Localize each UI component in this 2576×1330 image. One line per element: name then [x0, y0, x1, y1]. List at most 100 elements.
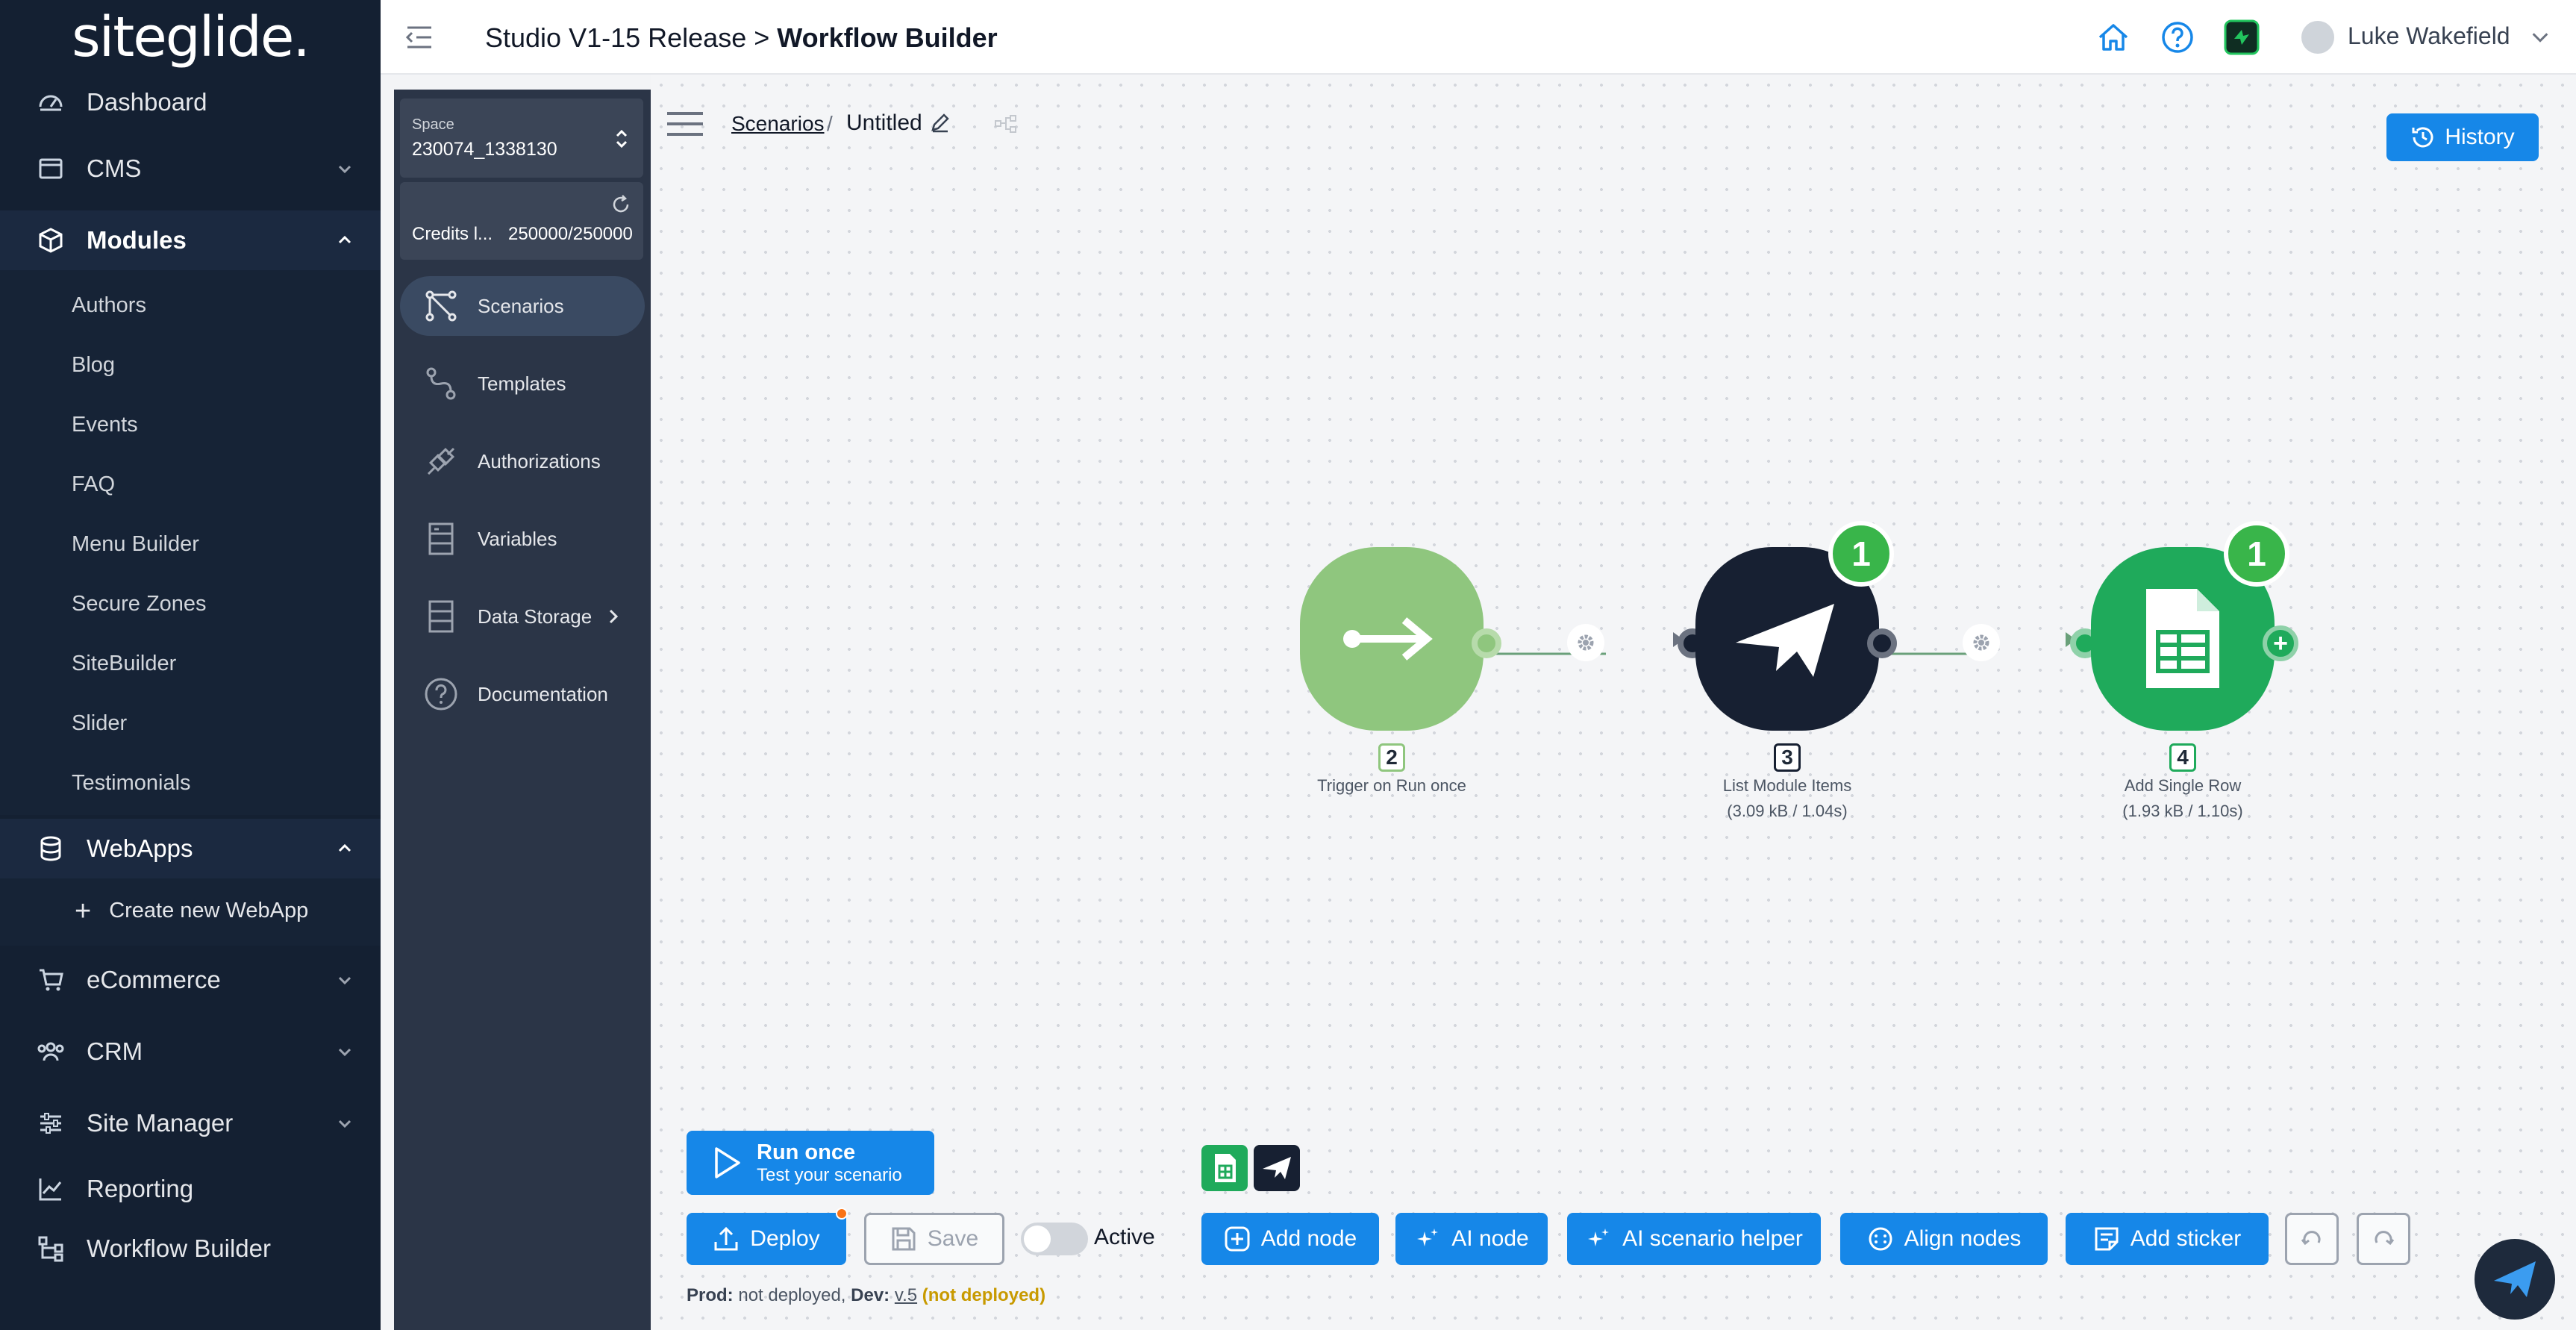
sidebar-subitem-secure-zones[interactable]: Secure Zones: [72, 592, 207, 616]
node-label: List Module Items(3.09 kB / 1.04s): [1722, 776, 1852, 820]
chevron-up-icon[interactable]: [336, 231, 354, 249]
breadcrumb-scenarios-link[interactable]: Scenarios: [731, 112, 825, 135]
edit-pencil-icon[interactable]: [930, 112, 951, 133]
avatar[interactable]: [2301, 21, 2334, 54]
dev-state: (not deployed): [922, 1285, 1046, 1305]
sidebar-subitem-blog[interactable]: Blog: [72, 353, 116, 377]
sidebar-item-site-manager[interactable]: Site Manager: [0, 1093, 381, 1153]
modules-submenu: [0, 270, 381, 815]
sidebar-item-variables[interactable]: Variables: [400, 509, 645, 569]
google-sheets-icon: [2146, 589, 2219, 688]
sidebar-item-authorizations[interactable]: Authorizations: [400, 431, 645, 491]
add-sticker-button[interactable]: Add sticker: [2066, 1213, 2269, 1265]
sidebar-subitem-testimonials[interactable]: Testimonials: [72, 771, 191, 795]
node-number: 3: [1774, 743, 1801, 772]
breadcrumb-project[interactable]: Studio V1-15 Release: [485, 22, 747, 53]
space-selector[interactable]: Space 230074_1338130: [400, 99, 643, 178]
add-node-button[interactable]: Add node: [1201, 1213, 1379, 1265]
add-sticker-label: Add sticker: [2130, 1226, 2242, 1251]
space-label: Space: [412, 116, 454, 133]
sidebar-item-label: Modules: [87, 226, 187, 254]
chevron-down-icon[interactable]: [336, 971, 354, 989]
sidebar-item-documentation[interactable]: Documentation: [400, 664, 645, 724]
workflow-canvas[interactable]: Scenarios / Untitled History 1 1 + 2 Tr: [651, 75, 2576, 1330]
collapse-sidebar-icon[interactable]: [404, 24, 434, 51]
sidebar-item-crm[interactable]: CRM: [0, 1022, 381, 1081]
scenarios-icon: [425, 290, 457, 322]
chevron-down-icon[interactable]: [2530, 27, 2551, 48]
save-button[interactable]: Save: [864, 1213, 1004, 1265]
chevron-down-icon[interactable]: [336, 1043, 354, 1061]
home-icon[interactable]: [2095, 19, 2131, 55]
cms-icon: [36, 154, 66, 184]
operation-count-badge: 1: [1828, 521, 1894, 587]
upload-icon: [714, 1226, 738, 1251]
gear-icon[interactable]: [1567, 624, 1604, 661]
sticker-note-icon: [2095, 1227, 2119, 1251]
active-toggle[interactable]: [1021, 1223, 1088, 1255]
sidebar-item-templates[interactable]: Templates: [400, 354, 645, 413]
sidebar-subitem-authors[interactable]: Authors: [72, 293, 146, 317]
sidebar-item-data-storage[interactable]: Data Storage: [400, 587, 645, 646]
history-label: History: [2445, 125, 2515, 149]
add-module-plus-icon[interactable]: +: [2263, 625, 2298, 661]
align-nodes-button[interactable]: Align nodes: [1840, 1213, 2048, 1265]
dashboard-icon: [36, 87, 66, 117]
undo-button[interactable]: [2285, 1213, 2339, 1265]
sidebar-item-label: Documentation: [478, 682, 608, 705]
plus-circle-icon: [1225, 1226, 1250, 1252]
sidebar-item-dashboard[interactable]: Dashboard: [0, 72, 381, 132]
gear-icon[interactable]: [1963, 624, 2000, 661]
sidebar-subitem-slider[interactable]: Slider: [72, 711, 128, 735]
dev-label: Dev:: [851, 1285, 890, 1305]
scenario-name[interactable]: Untitled: [846, 110, 922, 135]
tree-structure-icon[interactable]: [994, 113, 1018, 134]
sidebar-item-workflow-builder[interactable]: Workflow Builder: [0, 1219, 381, 1279]
sidebar-item-modules[interactable]: Modules: [0, 210, 381, 270]
sidebar-item-label: Dashboard: [87, 88, 207, 116]
run-once-button[interactable]: Run once Test your scenario: [687, 1131, 934, 1195]
history-button[interactable]: History: [2386, 113, 2539, 161]
node-label: Trigger on Run once: [1317, 776, 1466, 795]
deploy-button[interactable]: Deploy: [687, 1213, 846, 1265]
hamburger-menu-icon[interactable]: [666, 110, 704, 137]
studio-app-icon[interactable]: [2224, 19, 2260, 55]
ai-node-label: AI node: [1451, 1226, 1529, 1251]
create-webapp-link[interactable]: + Create new WebApp: [75, 895, 308, 927]
sidebar-item-reporting[interactable]: Reporting: [0, 1159, 381, 1219]
deployment-status: Prod: not deployed, Dev: v.5 (not deploy…: [687, 1285, 1045, 1306]
space-value: 230074_1338130: [412, 139, 557, 160]
run-once-title: Run once: [757, 1140, 856, 1164]
google-sheets-app-icon[interactable]: [1201, 1145, 1248, 1191]
user-name[interactable]: Luke Wakefield: [2348, 22, 2510, 49]
sidebar-item-scenarios[interactable]: Scenarios: [400, 276, 645, 336]
paper-plane-app-icon[interactable]: [1254, 1145, 1300, 1191]
help-icon[interactable]: [2160, 19, 2195, 55]
refresh-icon[interactable]: [610, 194, 631, 215]
sidebar-subitem-events[interactable]: Events: [72, 413, 138, 437]
redo-button[interactable]: [2357, 1213, 2410, 1265]
trigger-node[interactable]: [1300, 547, 1484, 731]
ai-scenario-helper-button[interactable]: AI scenario helper: [1567, 1213, 1821, 1265]
chevron-down-icon[interactable]: [336, 160, 354, 178]
sidebar-item-webapps[interactable]: WebApps: [0, 819, 381, 878]
sidebar-subitem-sitebuilder[interactable]: SiteBuilder: [72, 652, 177, 675]
chat-launcher-button[interactable]: [2475, 1239, 2555, 1320]
list-items-output-port[interactable]: [1867, 628, 1897, 658]
node-number: 2: [1378, 743, 1405, 772]
trigger-output-port[interactable]: [1472, 628, 1501, 658]
sidebar-item-label: Scenarios: [478, 294, 564, 317]
siteglide-logo[interactable]: siteglide.: [72, 5, 310, 69]
sidebar-item-cms[interactable]: CMS: [0, 139, 381, 199]
sidebar-subitem-faq[interactable]: FAQ: [72, 472, 116, 496]
chevron-down-icon[interactable]: [336, 1114, 354, 1132]
toggle-knob: [1024, 1226, 1051, 1252]
node-label: Add Single Row(1.93 kB / 1.10s): [2122, 776, 2243, 820]
dev-version-link[interactable]: v.5: [894, 1285, 918, 1305]
breadcrumb-separator: /: [827, 112, 833, 135]
ai-node-button[interactable]: AI node: [1395, 1213, 1548, 1265]
sidebar-item-ecommerce[interactable]: eCommerce: [0, 950, 381, 1010]
chevron-up-icon[interactable]: [336, 840, 354, 858]
sidebar-subitem-menu-builder[interactable]: Menu Builder: [72, 532, 199, 556]
plus-icon: +: [75, 895, 92, 927]
